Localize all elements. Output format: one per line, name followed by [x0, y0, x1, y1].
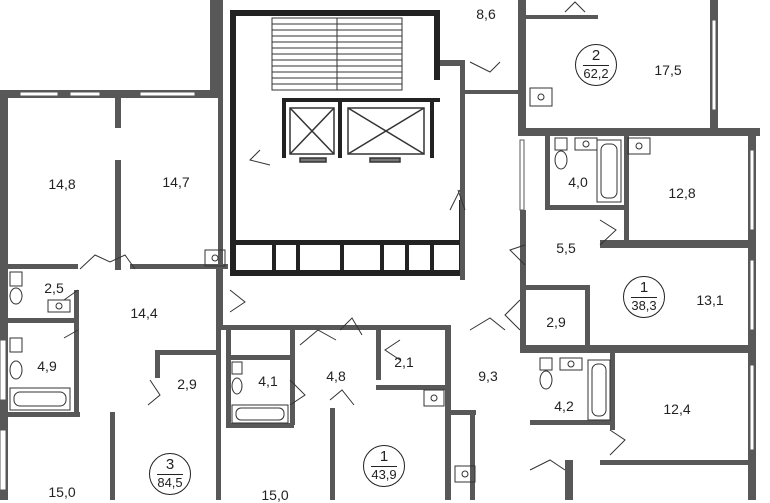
apartment-area: 62,2 [583, 66, 609, 81]
walls-bottom [218, 325, 476, 500]
room-area-label: 2,9 [546, 314, 566, 330]
room-area-label: 4,1 [258, 373, 278, 389]
room-area-label: 12,4 [663, 401, 691, 417]
room-area-label: 4,9 [37, 358, 57, 374]
fixtures [9, 87, 651, 483]
apartment-number: 3 [165, 456, 175, 473]
room-area-label: 14,7 [162, 174, 190, 190]
walls [0, 0, 228, 500]
elevators [289, 107, 425, 163]
apartment-badge: 3 84,5 [149, 453, 191, 495]
apartment-number: 2 [591, 47, 601, 64]
room-area-label: 2,1 [394, 354, 414, 370]
apartment-badge: 1 38,3 [623, 276, 665, 318]
room-area-label: 4,8 [326, 368, 346, 384]
room-area-label: 2,5 [44, 280, 64, 296]
room-area-label: 13,1 [696, 292, 724, 308]
room-area-label: 15,0 [261, 487, 289, 503]
room-area-label: 14,4 [130, 305, 158, 321]
room-area-label: 5,5 [556, 240, 576, 256]
apartment-area: 38,3 [631, 298, 657, 313]
apartment-area: 84,5 [157, 475, 183, 490]
windows [0, 19, 755, 491]
doors [63, 1, 626, 471]
room-area-label: 8,6 [476, 6, 496, 22]
apartment-area: 43,9 [371, 467, 397, 482]
room-area-label: 15,0 [48, 484, 76, 500]
stairs [271, 17, 403, 91]
room-area-label: 4,0 [568, 174, 588, 190]
apartment-number: 1 [379, 448, 389, 465]
apartment-badge: 2 62,2 [575, 44, 617, 86]
room-area-label: 17,5 [654, 62, 682, 78]
room-area-label: 14,8 [48, 176, 76, 192]
room-area-label: 12,8 [668, 185, 696, 201]
room-area-label: 4,2 [554, 398, 574, 414]
apartment-badge: 1 43,9 [363, 445, 405, 487]
room-area-label: 2,9 [177, 376, 197, 392]
apartment-number: 1 [639, 279, 649, 296]
room-area-label: 9,3 [478, 368, 498, 384]
